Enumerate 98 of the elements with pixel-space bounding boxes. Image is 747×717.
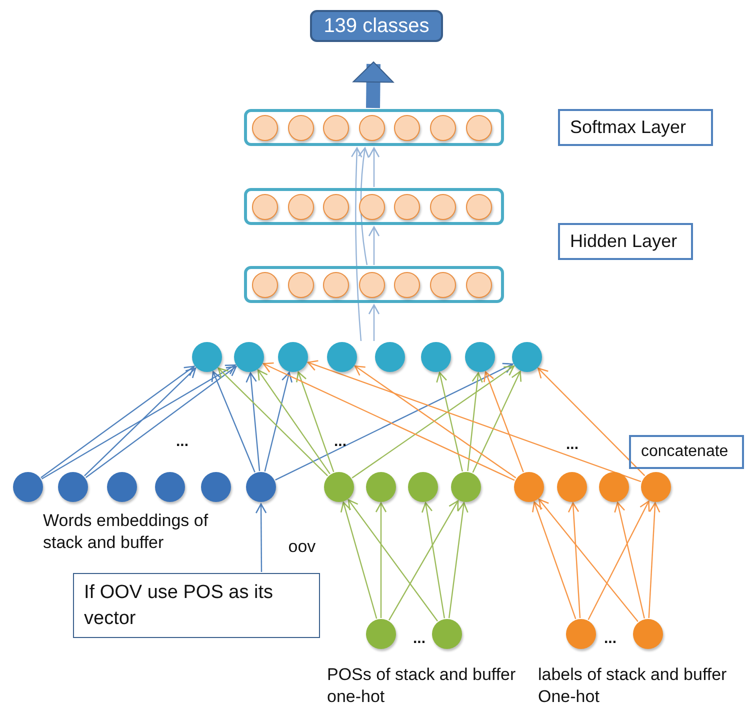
neuron-circle xyxy=(366,619,396,649)
arrow xyxy=(484,371,524,472)
layer-band xyxy=(244,188,504,225)
neuron-circle xyxy=(288,114,314,140)
neuron-circle xyxy=(201,472,231,502)
arrow xyxy=(375,502,387,618)
neuron-circle xyxy=(641,472,671,502)
neuron-circle xyxy=(252,114,278,140)
arrow xyxy=(255,503,267,572)
neuron-circle xyxy=(366,472,396,502)
neuron-circle xyxy=(246,472,276,502)
arrow xyxy=(86,366,237,478)
neuron-circle xyxy=(394,272,420,298)
arrow xyxy=(614,502,645,619)
neuron-circle xyxy=(566,619,596,649)
neuron-circle xyxy=(512,342,542,372)
neuron-circle xyxy=(323,272,349,298)
neuron-circle xyxy=(408,472,438,502)
neuron-circle xyxy=(430,272,456,298)
ellipsis-text: ... xyxy=(604,629,617,648)
arrow xyxy=(588,500,650,620)
neuron-circle xyxy=(465,342,495,372)
arrow xyxy=(467,372,483,472)
ellipsis-text: ... xyxy=(566,435,579,454)
neuron-circle xyxy=(252,194,278,220)
arrow xyxy=(351,147,362,342)
caption-text: labels of stack and buffer One-hot xyxy=(538,664,728,708)
arrow xyxy=(568,502,581,618)
neuron-circle xyxy=(359,272,385,298)
arrow xyxy=(296,371,334,472)
concatenate-label: concatenate xyxy=(629,435,744,469)
neuron-circle xyxy=(327,342,357,372)
layer-label: Softmax Layer xyxy=(558,109,713,146)
arrow xyxy=(648,502,660,618)
layer-band xyxy=(244,266,504,303)
neuron-circle xyxy=(234,342,264,372)
arrow xyxy=(307,360,642,482)
neuron-circle xyxy=(192,342,222,372)
neuron-circle xyxy=(359,194,385,220)
neuron-circle xyxy=(633,619,663,649)
neuron-circle xyxy=(58,472,88,502)
arrow xyxy=(348,499,438,622)
layer-band xyxy=(244,109,504,146)
ellipsis-text: ... xyxy=(334,432,347,452)
neuron-circle xyxy=(323,114,349,140)
arrow xyxy=(538,498,638,622)
neuron-circle xyxy=(432,619,462,649)
neuron-circle xyxy=(107,472,137,502)
note-box: If OOV use POS as its vector xyxy=(73,573,320,638)
arrow xyxy=(211,371,256,472)
neuron-circle xyxy=(324,472,354,502)
arrow xyxy=(421,502,446,618)
arrow xyxy=(368,226,380,265)
neuron-circle xyxy=(557,472,587,502)
arrow xyxy=(436,372,463,472)
output-box: 139 classes xyxy=(310,10,443,42)
neuron-circle xyxy=(278,342,308,372)
neuron-circle xyxy=(155,472,185,502)
neuron-circle xyxy=(288,194,314,220)
neuron-circle xyxy=(466,194,492,220)
neuron-circle xyxy=(466,114,492,140)
arrow xyxy=(368,304,380,341)
arrow xyxy=(388,500,459,620)
neuron-circle xyxy=(599,472,629,502)
neuron-circle xyxy=(394,194,420,220)
arrow xyxy=(264,372,293,472)
ellipsis-text: ... xyxy=(413,629,426,648)
ellipsis-text: ... xyxy=(176,432,189,452)
neuron-circle xyxy=(451,472,481,502)
neuron-circle xyxy=(375,342,405,372)
neuron-circle xyxy=(466,272,492,298)
neuron-circle xyxy=(359,114,385,140)
caption-text: POSs of stack and buffer one-hot xyxy=(327,664,517,708)
arrow xyxy=(40,366,195,478)
arrow xyxy=(532,501,576,620)
arrow xyxy=(448,502,468,618)
neuron-circle xyxy=(430,194,456,220)
neuron-circle xyxy=(288,272,314,298)
arrow xyxy=(472,370,522,473)
neuron-circle xyxy=(421,342,451,372)
neuron-circle xyxy=(394,114,420,140)
neuron-circle xyxy=(514,472,544,502)
neuron-circle xyxy=(13,472,43,502)
arrow xyxy=(340,502,378,619)
neuron-circle xyxy=(430,114,456,140)
arrow xyxy=(257,370,330,474)
neuron-circle xyxy=(252,272,278,298)
caption-text: Words embeddings of stack and buffer xyxy=(43,510,210,554)
arrow xyxy=(246,372,260,472)
arrow xyxy=(84,368,196,476)
neuron-circle xyxy=(323,194,349,220)
block-arrow xyxy=(352,62,394,108)
arrow xyxy=(218,368,328,476)
arrow xyxy=(538,368,646,476)
arrow xyxy=(368,147,380,187)
arrow xyxy=(358,147,370,266)
layer-label: Hidden Layer xyxy=(558,223,693,260)
arrow xyxy=(41,364,236,480)
